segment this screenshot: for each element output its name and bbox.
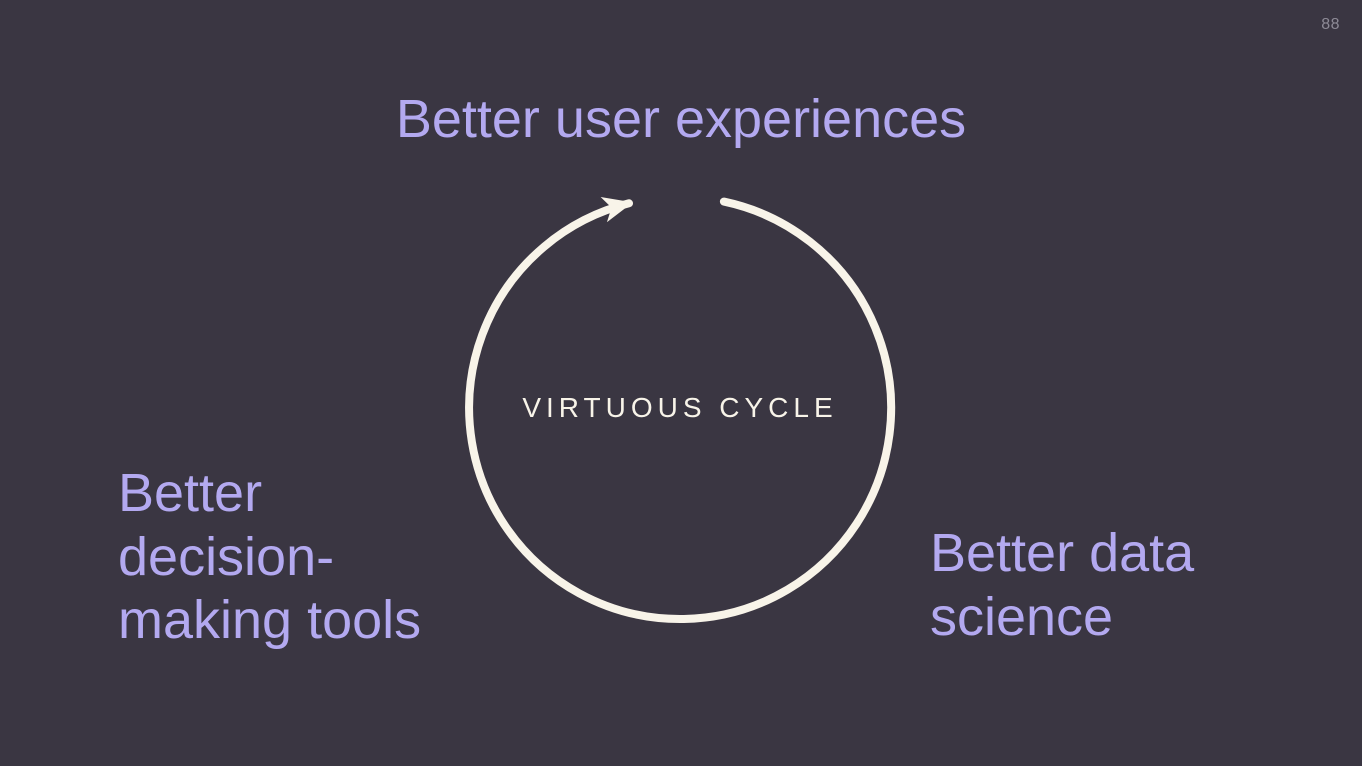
right-label-line-1: Better data xyxy=(930,523,1195,583)
top-label-better-user-experiences: Better user experiences xyxy=(395,89,967,149)
left-label-line-1: Better xyxy=(118,463,263,523)
right-label-better-data-science: Better data science xyxy=(930,522,1194,649)
right-label-line-2: science xyxy=(930,586,1114,647)
virtuous-cycle-diagram: VIRTUOUS CYCLE xyxy=(455,183,905,633)
left-label-line-2: decision- xyxy=(118,526,335,587)
cycle-center-label: VIRTUOUS CYCLE xyxy=(522,392,838,423)
left-label-line-3: making tools xyxy=(118,590,422,651)
cycle-arrow-circle xyxy=(465,197,896,623)
slide-page-number: 88 xyxy=(1321,16,1340,33)
cycle-circle-stroke xyxy=(465,197,896,623)
left-label-better-decision-making-tools: Better decision- making tools xyxy=(118,462,421,653)
